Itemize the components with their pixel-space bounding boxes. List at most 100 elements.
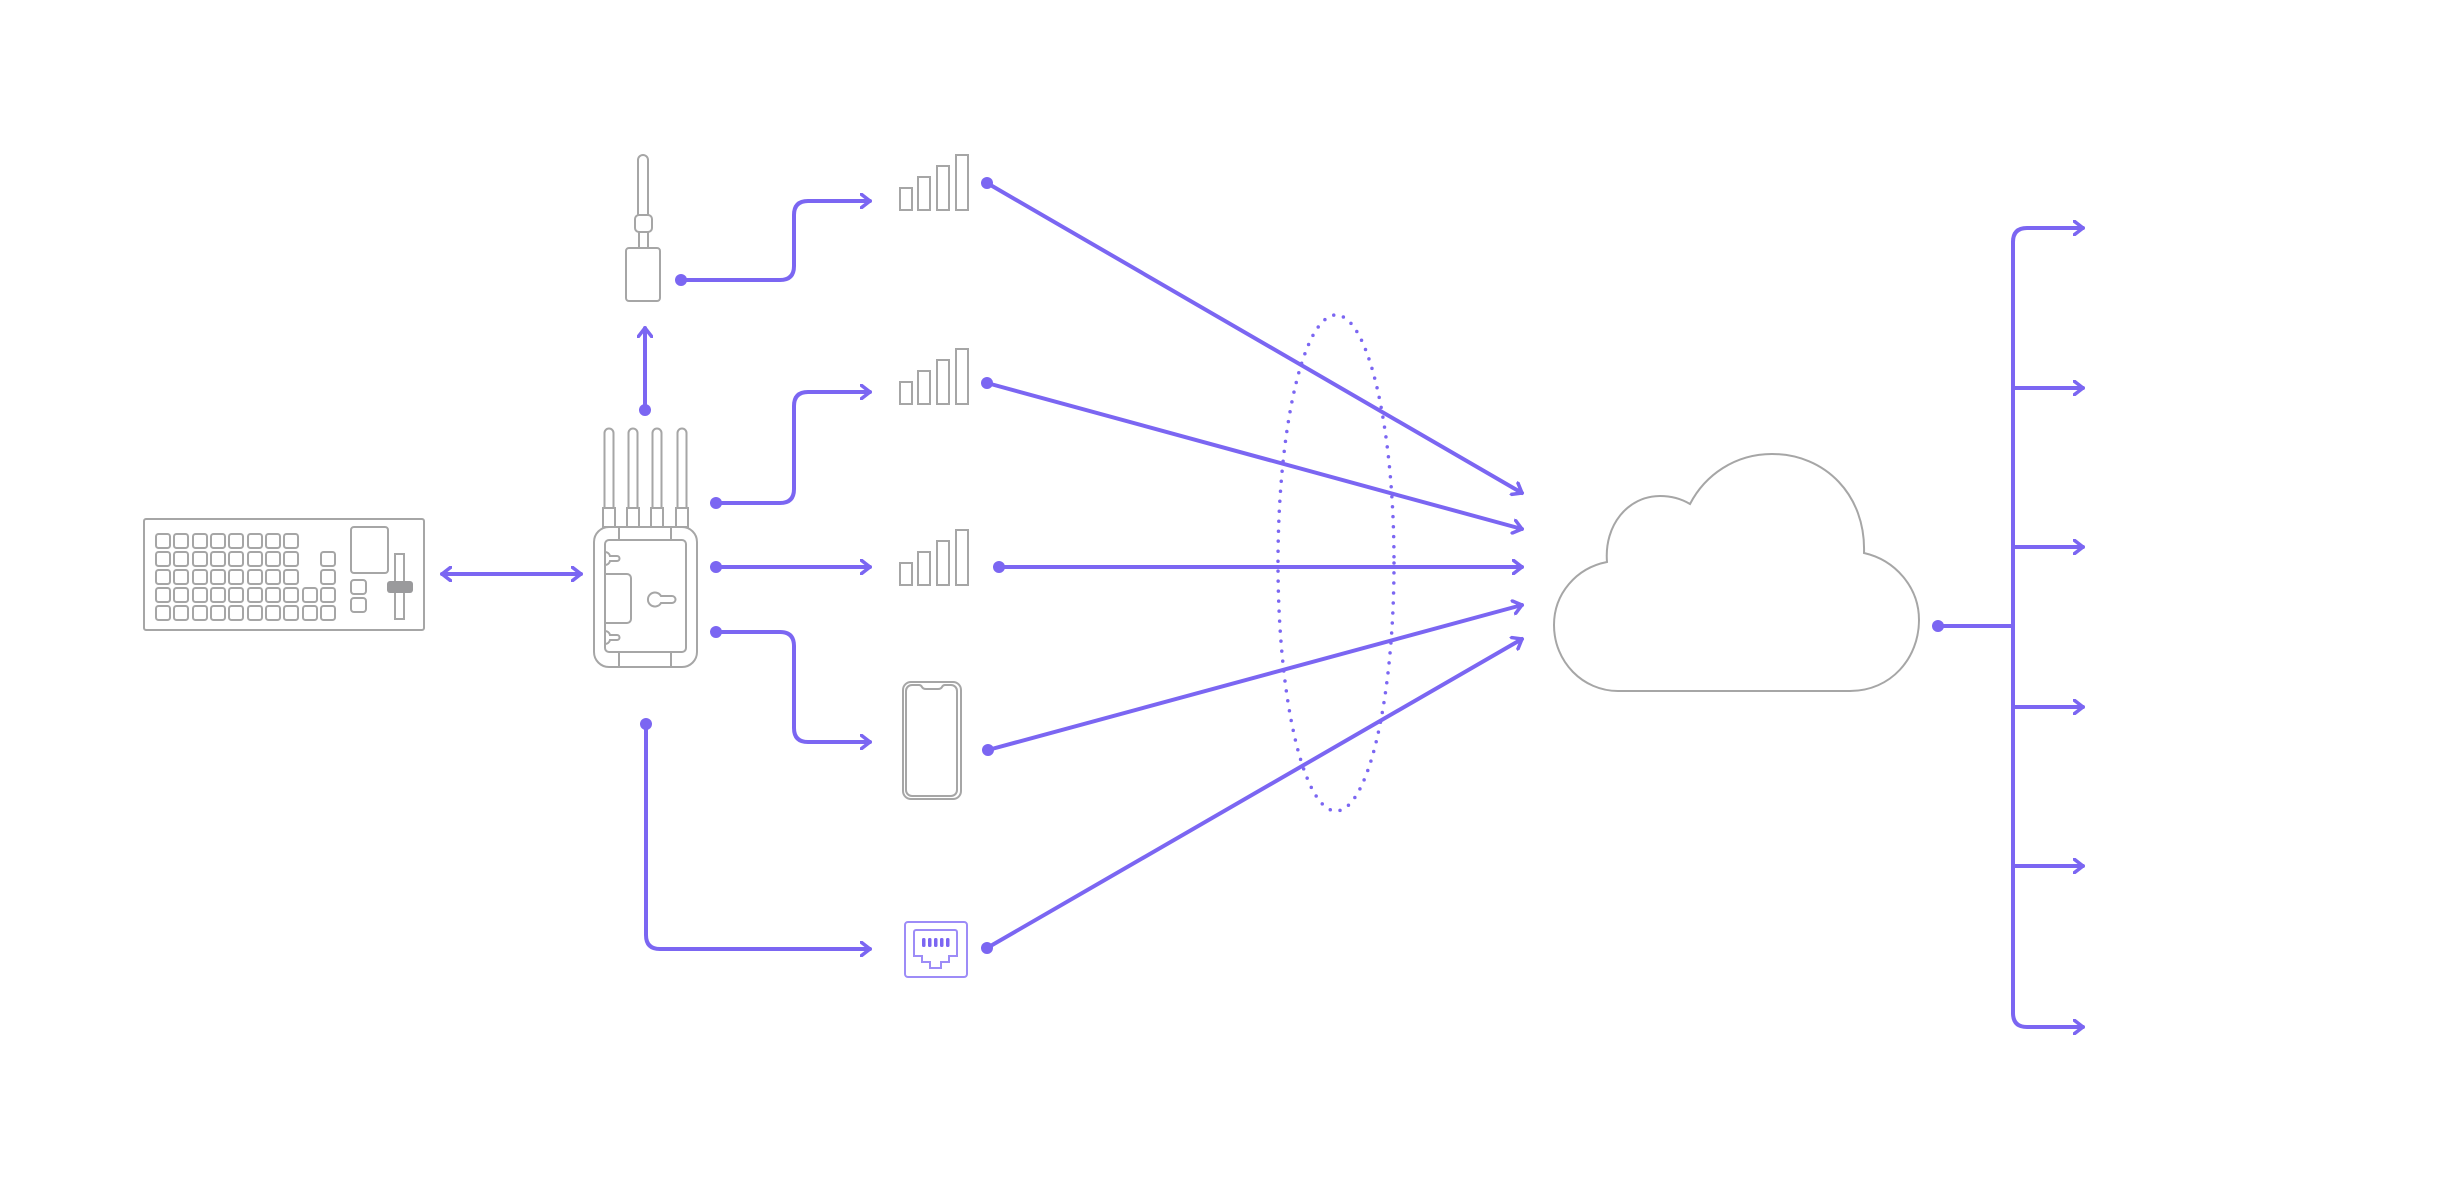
signal-bar — [955, 154, 969, 211]
signal-bar — [899, 381, 913, 405]
uplink-arrow — [985, 381, 1524, 529]
switcher-key — [247, 569, 263, 585]
transmitter-body — [625, 247, 661, 302]
switcher-key — [228, 605, 244, 621]
switcher-key — [210, 605, 226, 621]
ethernet-port-icon — [904, 921, 968, 978]
antenna-icon — [603, 427, 615, 508]
switcher-key — [173, 569, 189, 585]
ethernet-pin — [922, 938, 926, 947]
switcher-key — [283, 551, 299, 567]
uplinks-to-cloud — [981, 177, 1524, 954]
switcher-key — [247, 533, 263, 549]
switcher-body — [143, 518, 425, 631]
smartphone-icon — [902, 681, 962, 800]
mount-slot-icon — [604, 551, 621, 566]
signal-bar — [917, 551, 931, 586]
encoder-to-ethernet-link — [644, 722, 872, 949]
uplink-arrow — [986, 605, 1524, 752]
switcher-key — [173, 533, 189, 549]
switcher-key — [247, 587, 263, 603]
switcher-key — [265, 533, 281, 549]
connector-dot — [640, 718, 652, 730]
cellular-signal-icon — [899, 154, 969, 211]
bonding-encoder-router-icon — [593, 427, 698, 668]
transmitter-to-cell-1-link — [679, 201, 872, 282]
connector-dot — [981, 942, 993, 954]
switcher-key — [320, 551, 336, 567]
switcher-key — [173, 605, 189, 621]
phone-body — [902, 681, 962, 800]
encoder-to-cell-2-link — [714, 392, 872, 505]
switcher-key — [265, 569, 281, 585]
switcher-key — [265, 605, 281, 621]
keyhole-icon — [647, 591, 677, 608]
switcher-key — [192, 605, 208, 621]
ethernet-pin — [946, 938, 950, 947]
switcher-key — [155, 551, 171, 567]
uplink-arrow — [985, 181, 1524, 493]
signal-bar — [936, 359, 950, 405]
switcher-key — [302, 587, 318, 603]
switcher-key — [265, 587, 281, 603]
ethernet-pin — [928, 938, 932, 947]
cloud-outputs — [2011, 228, 2085, 1027]
encoder-seams — [618, 527, 672, 667]
switcher-key — [210, 587, 226, 603]
switcher-small-key — [350, 597, 367, 613]
encoder-to-phone-link — [714, 630, 872, 742]
ethernet-pins — [922, 938, 950, 947]
signal-bar — [955, 348, 969, 405]
switcher-key — [155, 569, 171, 585]
antenna-collar — [602, 507, 616, 528]
switcher-key — [283, 569, 299, 585]
switcher-preview-pad — [350, 526, 389, 574]
connector-dot — [639, 404, 651, 416]
switcher-key — [210, 569, 226, 585]
connector-dot — [981, 377, 993, 389]
encoder-antennas — [602, 427, 689, 528]
switcher-key — [283, 605, 299, 621]
encoder-battery-slot — [605, 573, 632, 624]
signal-bar — [936, 540, 950, 586]
fader-handle — [387, 581, 413, 593]
ethernet-jack — [913, 929, 958, 969]
switcher-key — [228, 569, 244, 585]
video-switcher-panel-icon — [143, 518, 425, 631]
connector-dot — [1932, 620, 1944, 632]
cloud-output-arrow — [2011, 228, 2085, 244]
switcher-key — [283, 533, 299, 549]
encoder-panel — [604, 539, 687, 653]
ethernet-pin — [934, 938, 938, 947]
switcher-key — [228, 533, 244, 549]
phone-screen — [905, 684, 958, 797]
switcher-small-key — [350, 579, 367, 595]
switcher-key — [247, 605, 263, 621]
cellular-signal-icon — [899, 348, 969, 405]
switcher-key — [192, 587, 208, 603]
signal-bar — [899, 187, 913, 211]
encoder-body — [593, 526, 698, 668]
transmitter-antenna — [637, 154, 649, 215]
antenna-icon — [676, 427, 688, 508]
mount-slot-icon — [604, 630, 621, 645]
camera-transmitter-dongle-icon — [625, 154, 661, 302]
ethernet-pin — [940, 938, 944, 947]
signal-bar — [955, 529, 969, 586]
switcher-key — [302, 605, 318, 621]
transmitter-knuckle — [634, 214, 653, 233]
switcher-key — [155, 587, 171, 603]
connector-dot — [981, 177, 993, 189]
cellular-links — [899, 154, 969, 586]
switcher-key — [155, 605, 171, 621]
connector-dot — [982, 744, 994, 756]
switcher-key — [173, 551, 189, 567]
signal-bar — [917, 370, 931, 405]
connector-dot — [710, 561, 722, 573]
switcher-key — [320, 587, 336, 603]
switcher-key — [173, 587, 189, 603]
switcher-key — [155, 533, 171, 549]
switcher-key — [320, 605, 336, 621]
transmitter-neck — [638, 231, 649, 249]
